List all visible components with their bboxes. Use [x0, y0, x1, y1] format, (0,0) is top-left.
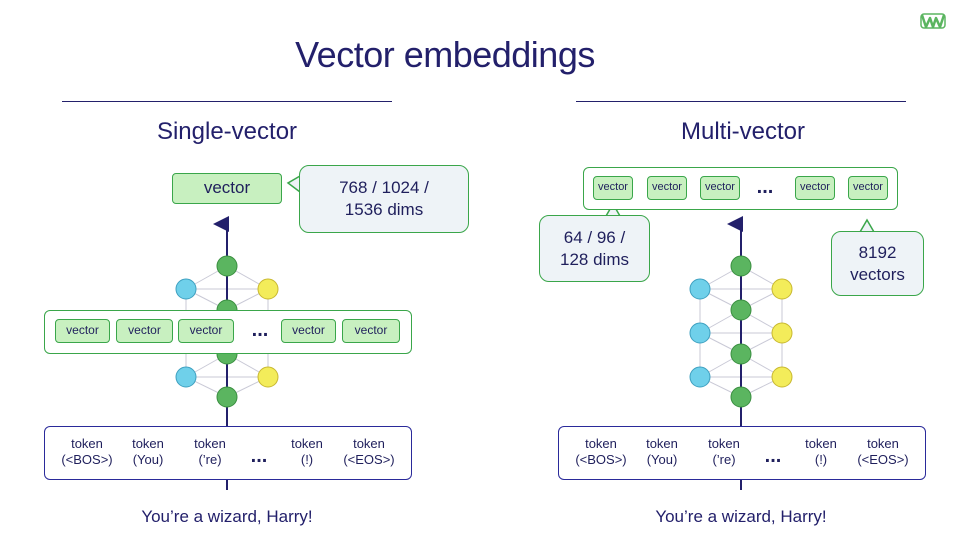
multi-output-vectors: vector vector vector ... vector vector: [583, 167, 898, 210]
output-vector: vector: [848, 176, 888, 200]
node-green: [730, 255, 752, 277]
output-ellipsis: ...: [756, 176, 774, 198]
page-title: Vector embeddings: [295, 34, 595, 75]
token: token(’re): [708, 436, 740, 467]
token: token(<EOS>): [343, 436, 395, 467]
single-dims-note: 768 / 1024 / 1536 dims: [299, 165, 469, 233]
node-blue: [689, 322, 711, 344]
token: token(You): [646, 436, 678, 467]
single-vector-heading: Single-vector: [156, 118, 298, 145]
left-divider: [62, 101, 392, 102]
right-divider: [576, 101, 906, 102]
single-caption: You’re a wizard, Harry!: [141, 507, 313, 526]
layer-vector: vector: [116, 319, 173, 343]
multi-token-row: token(<BOS>) token(You) token(’re) ... t…: [558, 426, 926, 480]
token: token(’re): [194, 436, 226, 467]
multi-caption: You’re a wizard, Harry!: [655, 507, 827, 526]
token: token(<BOS>): [575, 436, 627, 467]
node-blue: [689, 278, 711, 300]
layer-vector: vector: [342, 319, 400, 343]
node-green: [730, 299, 752, 321]
output-vector: vector: [700, 176, 740, 200]
single-dims-text: 768 / 1024 / 1536 dims: [339, 178, 429, 219]
node-blue: [689, 366, 711, 388]
layer-vector: vector: [55, 319, 110, 343]
layer-vector: vector: [178, 319, 234, 343]
weaviate-logo-icon: [920, 12, 946, 30]
node-yellow: [771, 278, 793, 300]
node-green: [730, 386, 752, 408]
multi-dims-text: 64 / 96 / 128 dims: [560, 227, 629, 269]
node-blue: [175, 366, 197, 388]
node-green: [216, 255, 238, 277]
output-vector: vector: [795, 176, 835, 200]
single-output-vector: vector: [172, 173, 282, 204]
token: token(You): [132, 436, 164, 467]
layer-ellipsis: ...: [251, 319, 269, 341]
token: token(<BOS>): [61, 436, 113, 467]
node-yellow: [257, 366, 279, 388]
token: token(!): [291, 436, 323, 467]
node-yellow: [771, 322, 793, 344]
output-vector: vector: [647, 176, 687, 200]
token: token(!): [805, 436, 837, 467]
right-network-nodes: [689, 255, 793, 408]
node-blue: [175, 278, 197, 300]
layer-vector: vector: [281, 319, 336, 343]
node-yellow: [771, 366, 793, 388]
node-green: [730, 343, 752, 365]
multi-dims-note: 64 / 96 / 128 dims: [539, 215, 650, 282]
single-layer-vectors: vector vector vector ... vector vector: [44, 310, 412, 354]
left-bubble-tail: [286, 175, 301, 193]
node-green: [216, 386, 238, 408]
token-ellipsis: ...: [250, 445, 268, 467]
output-vector: vector: [593, 176, 633, 200]
token: token(<EOS>): [857, 436, 909, 467]
multi-count-bubble-tail: [859, 218, 875, 233]
node-yellow: [257, 278, 279, 300]
multi-count-text: 8192 vectors: [850, 242, 905, 284]
single-token-row: token(<BOS>) token(You) token(’re) ... t…: [44, 426, 412, 480]
multi-vector-heading: Multi-vector: [680, 118, 806, 145]
token-ellipsis: ...: [764, 445, 782, 467]
multi-count-note: 8192 vectors: [831, 231, 924, 296]
